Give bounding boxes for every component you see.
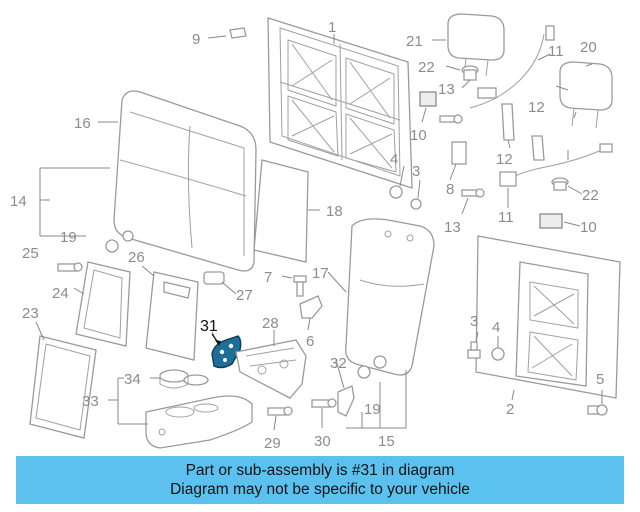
part-34-cupholder bbox=[159, 369, 209, 389]
part-5-bolt bbox=[587, 404, 608, 416]
label-part-13: 13 bbox=[438, 81, 455, 98]
banner-line-1: Part or sub-assembly is #31 in diagram bbox=[185, 462, 455, 479]
label-part-24: 24 bbox=[52, 285, 69, 302]
part-30-bolt bbox=[311, 398, 337, 408]
label-part-27: 27 bbox=[236, 287, 253, 304]
part-12-bracket-lower bbox=[531, 135, 545, 161]
part-28-hinge bbox=[235, 339, 307, 399]
label-part-28: 28 bbox=[262, 315, 279, 332]
label-part-22: 22 bbox=[418, 59, 435, 76]
label-part-11b: 11 bbox=[498, 209, 514, 226]
label-part-12: 12 bbox=[528, 99, 545, 116]
label-part-3: 3 bbox=[412, 163, 420, 180]
part-9-clip bbox=[229, 27, 247, 39]
label-part-19b: 19 bbox=[364, 401, 381, 418]
label-part-21: 21 bbox=[406, 33, 423, 50]
label-part-25: 25 bbox=[22, 245, 39, 262]
label-part-19: 19 bbox=[60, 229, 77, 246]
label-part-14: 14 bbox=[10, 193, 27, 210]
part-29-bolt bbox=[267, 406, 293, 416]
part-2-seatback-frame bbox=[475, 235, 621, 399]
label-part-12b: 12 bbox=[496, 151, 513, 168]
label-part-31-highlighted: 31 bbox=[200, 318, 218, 335]
label-part-11: 11 bbox=[548, 43, 564, 60]
label-part-4: 4 bbox=[390, 151, 398, 168]
part-31-pointer-arrow bbox=[211, 333, 221, 346]
label-part-7: 7 bbox=[264, 269, 272, 286]
part-25-bolt bbox=[57, 262, 83, 272]
label-part-18: 18 bbox=[326, 203, 343, 220]
label-part-22b: 22 bbox=[582, 187, 599, 204]
label-part-6: 6 bbox=[306, 333, 314, 350]
part-21-headrest bbox=[447, 13, 505, 77]
part-24-armrest-pad bbox=[75, 261, 131, 347]
part-27-plug bbox=[203, 271, 225, 285]
label-part-23: 23 bbox=[22, 305, 39, 322]
part-11-cable-lower bbox=[499, 143, 613, 187]
part-3-bolt-lower bbox=[467, 341, 481, 359]
label-part-9: 9 bbox=[192, 31, 200, 48]
part-7-bolt bbox=[293, 275, 307, 297]
info-banner: Part or sub-assembly is #31 in diagram D… bbox=[16, 456, 624, 504]
label-part-15: 15 bbox=[378, 433, 395, 450]
label-part-20: 20 bbox=[580, 39, 597, 56]
label-part-5: 5 bbox=[596, 371, 604, 388]
part-10-switch-lower bbox=[539, 213, 563, 229]
banner-line-2: Diagram may not be specific to your vehi… bbox=[170, 481, 470, 498]
leader-lines bbox=[35, 34, 603, 431]
part-20-headrest bbox=[559, 61, 613, 129]
label-part-30: 30 bbox=[314, 433, 331, 450]
part-19-washer-right bbox=[357, 355, 387, 379]
part-23-panel bbox=[29, 335, 97, 439]
part-33-armrest bbox=[145, 395, 253, 449]
label-part-33: 33 bbox=[82, 393, 99, 410]
part-32-bracket bbox=[337, 385, 355, 417]
label-part-17: 17 bbox=[312, 265, 329, 282]
part-18-panel bbox=[253, 159, 309, 263]
label-part-29: 29 bbox=[264, 435, 281, 452]
label-part-4b: 4 bbox=[492, 319, 500, 336]
part-17-seatback-cushion bbox=[345, 218, 435, 376]
part-16-seatback-cushion bbox=[113, 90, 257, 272]
part-6-bracket bbox=[299, 295, 323, 319]
part-4-nut-upper bbox=[389, 185, 403, 199]
label-part-10b: 10 bbox=[580, 219, 597, 236]
label-part-13b: 13 bbox=[444, 219, 461, 236]
label-part-16: 16 bbox=[74, 115, 91, 132]
part-1-seatback-frame bbox=[267, 17, 413, 189]
part-11-cable-upper bbox=[469, 25, 555, 109]
part-8-latch bbox=[451, 141, 467, 165]
part-10-switch-upper bbox=[419, 91, 437, 107]
part-3-bolt-upper bbox=[410, 198, 422, 210]
part-12-bracket-upper bbox=[501, 103, 515, 141]
part-4-nut-lower bbox=[491, 347, 505, 361]
part-26-housing bbox=[145, 271, 199, 361]
part-number-labels: 9 1 21 22 11 20 13 12 16 10 12 4 3 8 22 … bbox=[10, 19, 604, 452]
label-part-26: 26 bbox=[128, 249, 145, 266]
part-19-washer-left bbox=[105, 230, 134, 253]
part-22-bushing-upper bbox=[461, 65, 479, 81]
label-part-3b: 3 bbox=[470, 313, 478, 330]
label-part-10: 10 bbox=[410, 127, 427, 144]
label-part-32: 32 bbox=[330, 355, 347, 372]
label-part-34: 34 bbox=[124, 371, 141, 388]
label-part-2: 2 bbox=[506, 401, 514, 418]
part-13-bolt-upper bbox=[439, 114, 463, 124]
label-part-1: 1 bbox=[328, 19, 336, 36]
part-22-bushing-lower bbox=[551, 177, 569, 191]
label-part-8: 8 bbox=[446, 181, 454, 198]
part-13-bolt-lower bbox=[461, 188, 485, 198]
